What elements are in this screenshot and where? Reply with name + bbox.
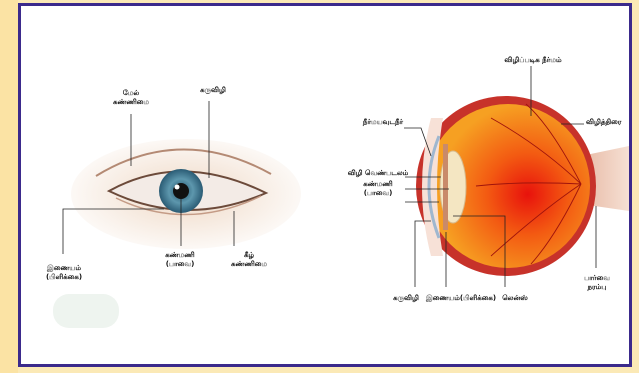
- label-aqueous: நீர்மயவுடநீர்: [363, 118, 403, 127]
- label-iris-left-line1: இணையம்: [46, 264, 82, 273]
- diagram-panel: மேல் கண்ணிமை கருவிழி இணையம் (பிளிக்கை) க…: [18, 3, 632, 367]
- label-pupil-left-line1: கண்மணி: [165, 251, 194, 260]
- label-pupil-right: கண்மணி (பாவை): [363, 180, 392, 198]
- label-pupil-left-line2: (பாவை): [165, 260, 194, 269]
- label-iris-right: இணையம்(பிளிக்கை): [426, 294, 496, 303]
- label-pupil-right-line1: கண்மணி: [363, 180, 392, 189]
- label-upper-eyelid-line1: மேல்: [113, 89, 149, 98]
- label-lens: லென்ஸ்: [502, 294, 528, 303]
- label-retina: விழித்திரை: [586, 118, 621, 127]
- label-cornea-left: கருவிழி: [200, 86, 226, 95]
- label-sclera: விழி வெண்படலம்: [348, 169, 409, 178]
- label-cornea-right: கருவிழி: [393, 294, 419, 303]
- label-pupil-left: கண்மணி (பாவை): [165, 251, 194, 269]
- label-upper-eyelid-line2: கண்ணிமை: [113, 98, 149, 107]
- iris-ring: [443, 144, 448, 230]
- label-iris-left: இணையம் (பிளிக்கை): [46, 264, 82, 282]
- page-margin: [0, 0, 18, 373]
- label-vitreous: விழிப்படிக நீர்மம்: [504, 56, 561, 65]
- label-optic-nerve: பார்வை நரம்பு: [584, 274, 610, 292]
- label-lower-eyelid-line1: கீழ்: [231, 251, 267, 260]
- label-lower-eyelid-line2: கண்ணிமை: [231, 260, 267, 269]
- label-pupil-right-line2: (பாவை): [363, 189, 392, 198]
- label-optic-nerve-line2: நரம்பு: [584, 283, 610, 292]
- label-optic-nerve-line1: பார்வை: [584, 274, 610, 283]
- label-upper-eyelid: மேல் கண்ணிமை: [113, 89, 149, 107]
- label-lower-eyelid: கீழ் கண்ணிமை: [231, 251, 267, 269]
- label-iris-left-line2: (பிளிக்கை): [46, 273, 82, 282]
